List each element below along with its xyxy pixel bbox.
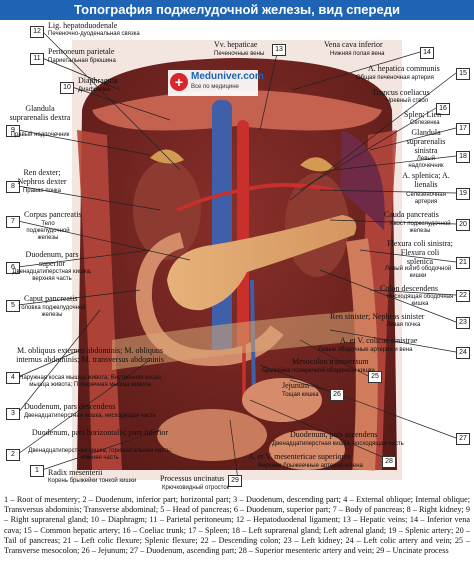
page-title: Топография поджелудочной железы, вид спе… (0, 0, 474, 20)
anatomy-illustration (72, 40, 402, 480)
brand-tagline: Все по медицине (191, 84, 239, 90)
brand-logo[interactable]: + Meduniver.com Все по медицине (168, 70, 264, 96)
medical-cross-icon: + (170, 73, 188, 91)
brand-name: Meduniver.com (191, 71, 264, 82)
figure-legend: 1 – Root of mesentery; 2 – Duodenum, inf… (4, 495, 470, 556)
